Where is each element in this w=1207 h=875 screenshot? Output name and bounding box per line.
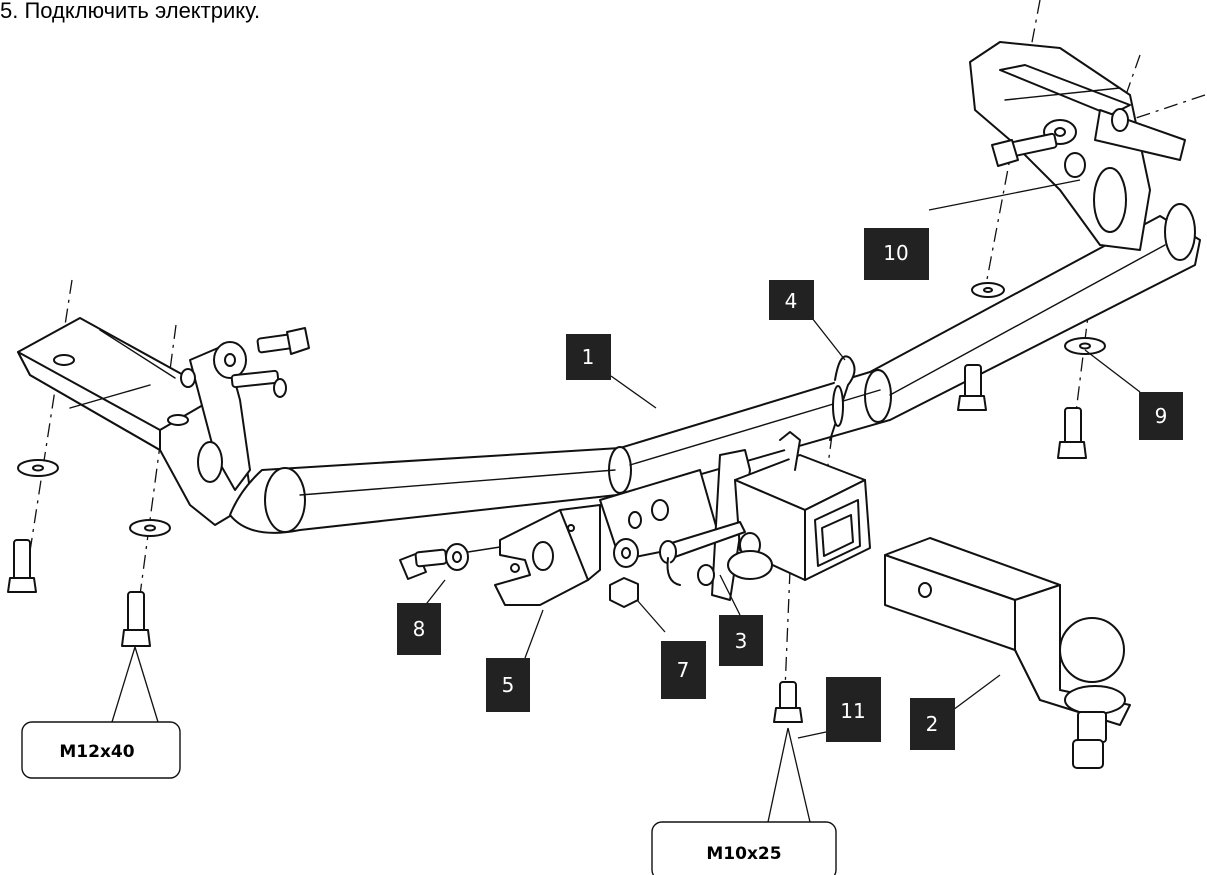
callout-7-number: 7	[677, 658, 690, 682]
ball-mount	[884, 537, 1131, 769]
hitch-receiver	[599, 431, 871, 601]
callout-8-number: 8	[413, 617, 426, 641]
callout-4: 4	[769, 280, 814, 320]
callout-1: 1	[566, 334, 611, 380]
electric-socket-plate	[494, 504, 601, 606]
instruction-text: 5. Подключить электрику.	[0, 0, 261, 23]
callout-3: 3	[719, 615, 763, 666]
callout-2: 2	[910, 698, 955, 750]
callout-10: 10	[864, 228, 929, 280]
bolt-m12-with-washer	[399, 543, 501, 580]
leader-lines	[111, 179, 1141, 823]
callout-1-number: 1	[582, 345, 595, 369]
main-cross-beam	[229, 203, 1201, 534]
callout-9-number: 9	[1155, 404, 1168, 428]
callout-11: 11	[826, 677, 881, 742]
callout-5-number: 5	[502, 673, 515, 697]
callout-10-number: 10	[883, 241, 908, 265]
callout-8: 8	[397, 603, 441, 655]
callout-5: 5	[486, 658, 530, 712]
callout-11-number: 11	[840, 699, 865, 723]
callout-9: 9	[1139, 392, 1183, 440]
callout-3-number: 3	[735, 629, 748, 653]
right-hardware	[957, 282, 1106, 459]
size-label-left: M12x40	[21, 721, 181, 779]
right-mounting-bracket	[969, 41, 1186, 251]
callout-7: 7	[661, 641, 706, 699]
callout-4-number: 4	[785, 289, 798, 313]
size-label-bottom-text: M10x25	[706, 844, 781, 864]
nut-with-washer	[609, 538, 639, 608]
size-label-bottom: M10x25	[651, 821, 837, 875]
bolt-m10x25	[773, 681, 803, 723]
left-mounting-bracket	[17, 317, 251, 526]
size-label-left-text: M12x40	[59, 742, 134, 762]
left-hardware	[7, 327, 310, 647]
safety-pin	[829, 355, 856, 441]
callout-2-number: 2	[926, 712, 939, 736]
